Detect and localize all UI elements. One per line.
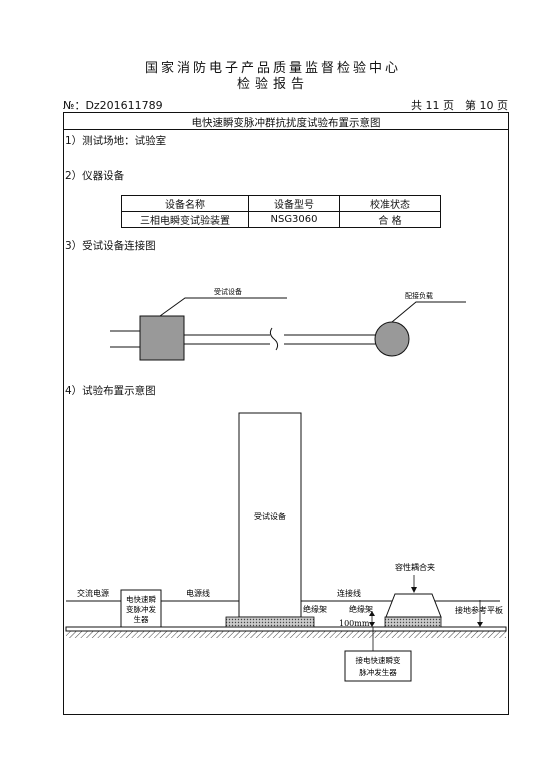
ground-plane: [65, 626, 507, 632]
eut-callout: [159, 297, 287, 317]
generator-box-2: [344, 650, 412, 682]
layout-diagram: 接地参考平板 受试设备 电快速瞬 变脉冲发 生器 交流电源 电源线 连接线 容性…: [65, 412, 507, 682]
insulation-support: [384, 616, 442, 628]
insulation-support: [225, 616, 315, 628]
doc-number: №：Dz201611789: [63, 99, 163, 112]
ground-hatch: [66, 630, 506, 638]
connection-line-label: 连接线: [337, 588, 361, 598]
generator-box: [120, 589, 162, 628]
connection-heading: 3）受试设备连接图: [65, 240, 156, 252]
table-cell: 三相电瞬变试验装置: [121, 211, 249, 228]
page-count: 共 11 页 第 10 页: [411, 99, 508, 112]
power-line-label: 电源线: [186, 588, 210, 598]
eut-cabinet: [238, 412, 302, 618]
generator-label: 生器: [134, 614, 149, 624]
load-circle: [374, 321, 410, 357]
eut-box: [139, 315, 185, 361]
insulation-label: 绝缘架: [303, 604, 327, 614]
report-title: 检验报告: [236, 77, 309, 92]
layout-heading: 4）试验布置示意图: [65, 385, 156, 397]
table-row: 三相电瞬变试验装置 NSG3060 合 格: [121, 211, 441, 228]
dimension-arrowhead: [369, 622, 375, 627]
equipment-heading: 2）仪器设备: [65, 170, 125, 182]
generator2-label: 脉冲发生器: [359, 667, 397, 677]
break-mark: [269, 327, 279, 351]
generator-label: 变脉冲发: [126, 604, 156, 614]
dimension-arrowhead: [369, 611, 375, 616]
coupling-clamp: [385, 593, 442, 618]
section-title: 电快速瞬变脉冲群抗扰度试验布置示意图: [191, 117, 381, 129]
insulation-label: 绝缘架: [349, 604, 373, 614]
dimension-label: 100mm: [339, 619, 370, 628]
ac-label: 交流电源: [77, 588, 109, 598]
table-cell: 合 格: [339, 211, 441, 228]
eut-cabinet-label: 受试设备: [254, 511, 286, 521]
load-label: 配接负载: [405, 291, 433, 300]
generator2-label: 接电快速瞬变: [356, 655, 401, 665]
site-heading: 1）测试场地：试验室: [65, 135, 167, 147]
equipment-table: 设备名称 设备型号 校准状态 三相电瞬变试验装置 NSG3060 合 格: [121, 195, 441, 228]
ground-label: 接地参考平板: [455, 605, 503, 615]
clamp-arrowhead: [411, 587, 417, 593]
ground-arrowhead: [477, 622, 483, 627]
connection-diagram: 受试设备 配接负载: [110, 287, 466, 361]
load-callout: [391, 301, 466, 323]
clamp-label: 容性耦合夹: [395, 562, 435, 572]
content-frame: [63, 112, 509, 715]
eut-label: 受试设备: [214, 287, 242, 296]
generator-label: 电快速瞬: [126, 594, 156, 604]
divider: [63, 129, 509, 130]
org-title: 国家消防电子产品质量监督检验中心: [144, 61, 401, 76]
